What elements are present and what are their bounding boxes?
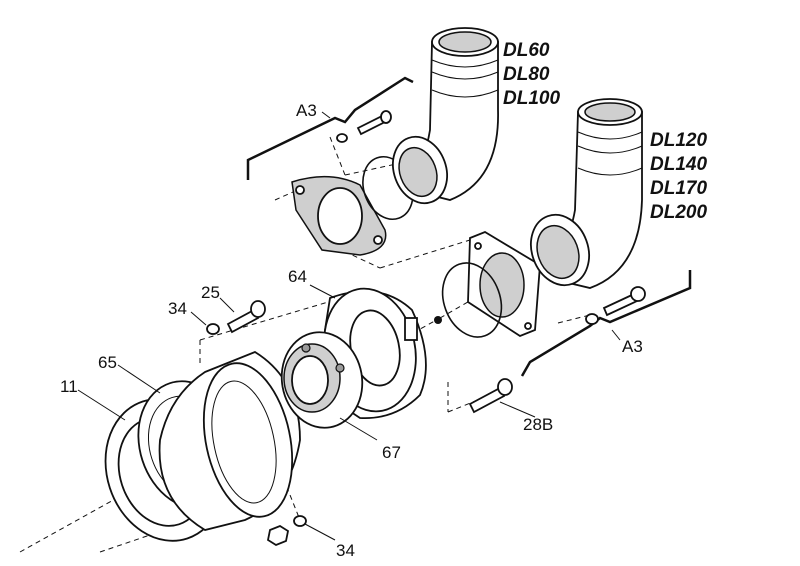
square-flange [467, 230, 541, 338]
models-small-stack: DL60 DL80 DL100 [503, 40, 560, 109]
label-a3-right: A3 [622, 337, 643, 356]
bolt-right [585, 286, 646, 325]
model-label: DL100 [503, 88, 560, 109]
label-part-28b: 28B [523, 415, 553, 434]
label-part-34-lower: 34 [336, 541, 355, 560]
model-label: DL200 [650, 202, 707, 223]
o-ring-large [441, 262, 503, 338]
a3-bracket-top [246, 76, 414, 180]
models-large-stack: DL120 DL140 DL170 DL200 [650, 130, 707, 223]
elbow-small [392, 27, 499, 205]
small-gasket-flange [291, 175, 387, 256]
label-part-34-upper: 34 [168, 299, 187, 318]
model-label: DL120 [650, 130, 707, 151]
washer-34-upper [206, 323, 220, 335]
leader-lines [77, 111, 621, 541]
centre-point [434, 316, 442, 324]
elbow-large [530, 98, 643, 289]
model-label: DL80 [503, 64, 550, 85]
model-label: DL170 [650, 178, 707, 199]
bolt-25 [226, 300, 266, 334]
label-a3-top: A3 [296, 101, 317, 120]
model-label: DL140 [650, 154, 707, 175]
label-part-65: 65 [98, 353, 117, 372]
a3-bracket-right [520, 270, 692, 377]
label-part-67: 67 [382, 443, 401, 462]
bolt-28b [468, 378, 513, 414]
label-part-11: 11 [60, 377, 78, 396]
bolt-top [336, 110, 392, 143]
model-label: DL60 [503, 40, 550, 61]
label-part-25: 25 [201, 283, 220, 302]
nut [266, 524, 290, 547]
label-part-64: 64 [288, 267, 307, 286]
disc-67 [280, 331, 364, 429]
washer-34-lower [293, 515, 307, 527]
